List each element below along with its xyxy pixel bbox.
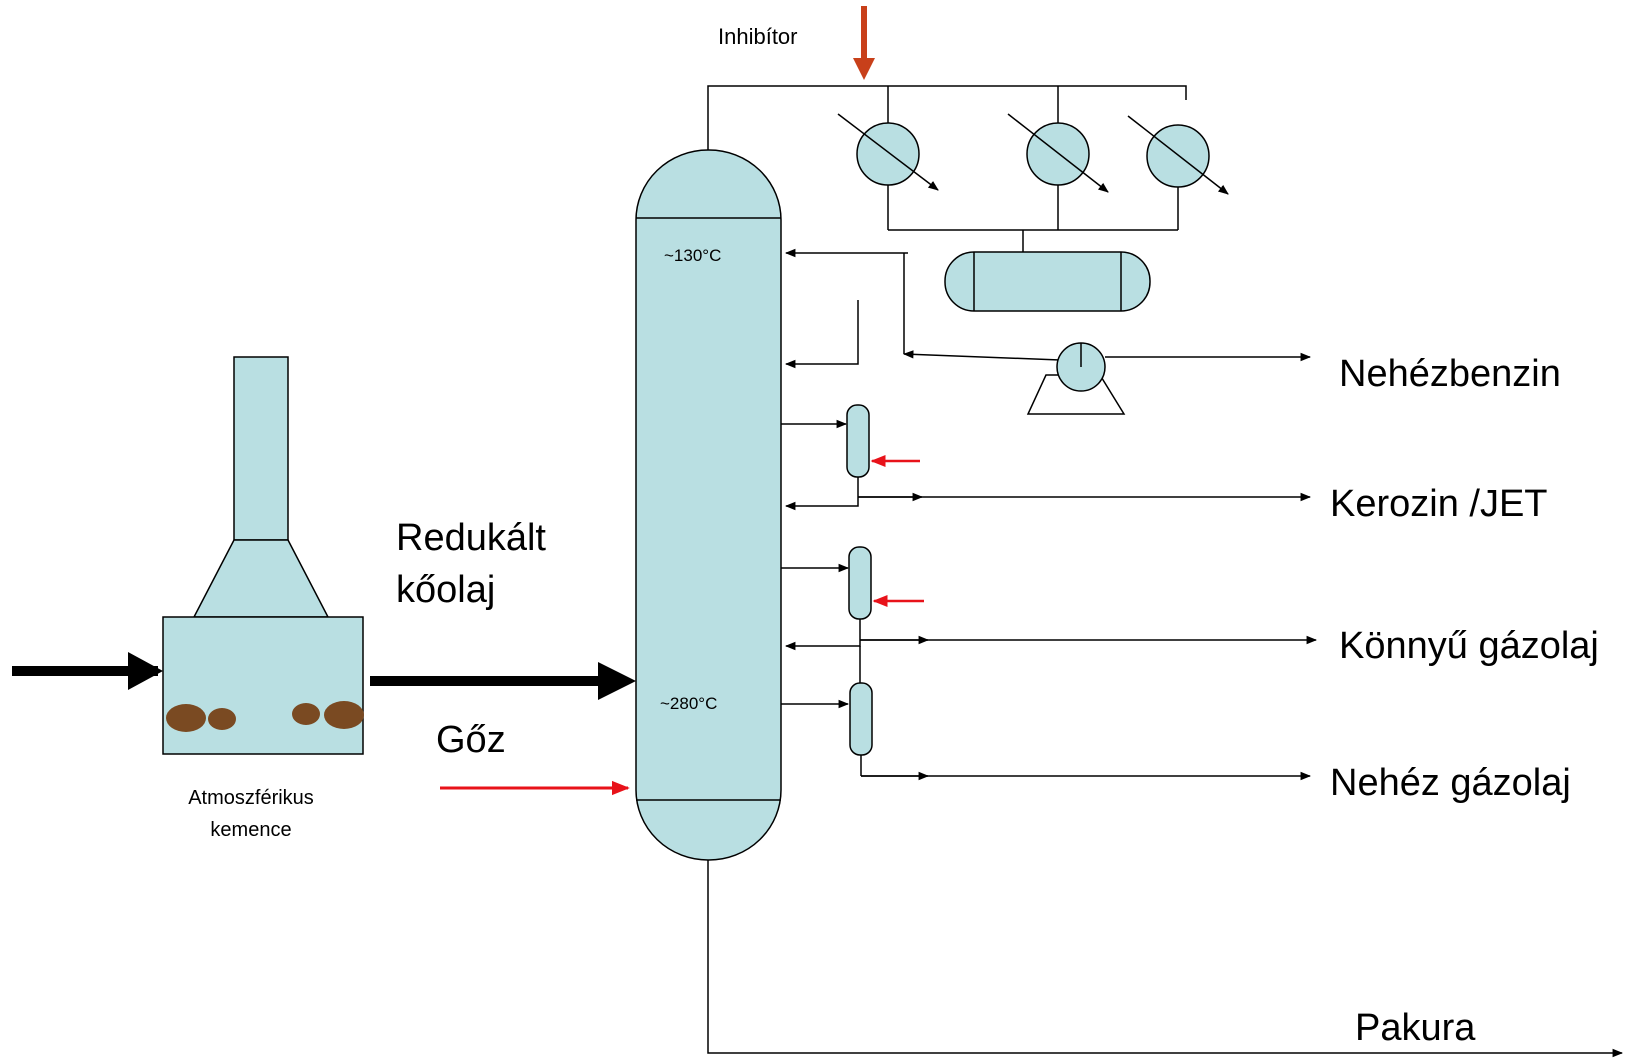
condensate-header	[888, 185, 1178, 254]
product-residue-label: Pakura	[1355, 1007, 1476, 1049]
steam-label: Gőz	[436, 719, 506, 761]
side-stripper-3	[781, 646, 1310, 776]
furnace-box	[163, 617, 363, 754]
condenser-2	[1008, 114, 1108, 192]
furnace-label-line2: kemence	[210, 819, 291, 841]
product-light-gasoil-label: Könnyű gázolaj	[1339, 625, 1599, 667]
furnace-stack	[234, 357, 288, 540]
furnace-hood	[194, 540, 328, 617]
atmospheric-furnace	[163, 357, 363, 754]
furnace-label-line1: Atmoszférikus	[188, 787, 314, 809]
overhead-line	[708, 86, 1186, 150]
crude-inlet-arrowhead	[128, 652, 163, 690]
pump-suction-arrow	[904, 354, 1060, 360]
product-naphtha-label: Nehézbenzin	[1339, 353, 1561, 395]
reduced-crude-arrowhead	[598, 662, 636, 700]
product-heavy-gasoil-label: Nehéz gázolaj	[1330, 762, 1571, 804]
reflux-pump	[1028, 343, 1124, 414]
inhibitor-arrowhead	[853, 58, 875, 80]
condenser-1	[838, 114, 938, 190]
top-temperature-label: ~130°C	[664, 246, 721, 265]
feed-label-line1: Redukált	[396, 517, 546, 559]
product-kerosene-label: Kerozin /JET	[1330, 483, 1548, 525]
residue-line	[708, 860, 1622, 1053]
condenser-3	[1128, 116, 1228, 194]
feed-label-line2: kőolaj	[396, 569, 495, 611]
reflux-drum	[945, 252, 1150, 311]
inhibitor-label: Inhibítor	[718, 24, 798, 49]
bottom-temperature-label: ~280°C	[660, 694, 717, 713]
side-stripper-2	[781, 547, 1316, 646]
